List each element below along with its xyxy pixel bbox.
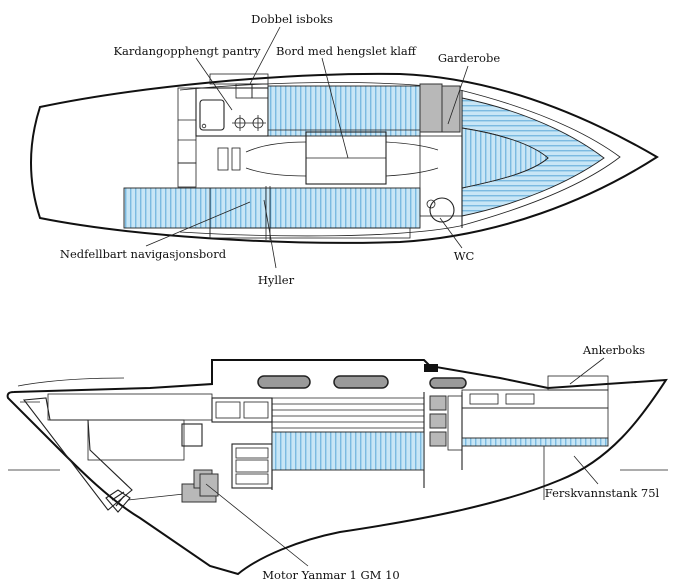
anchor-locker [547,375,609,391]
galley-drawer [215,401,241,419]
label-garderobe: Garderobe [438,51,500,65]
wc-cabinet-door [447,395,463,451]
label-nedfellbart-navigasjonsbord: Nedfellbart navigasjonsbord [60,247,227,261]
salon-berth-profile [271,431,425,471]
side-profile: Ankerboks Ferskvannstank 75l Motor Yanma… [6,343,668,582]
leader-hyller [263,199,277,269]
sink [199,99,225,131]
rudder [22,397,133,511]
stove-oven [235,459,269,473]
leader-ankerboks [569,357,605,385]
leader-wc [439,217,463,249]
leader-bord [321,57,349,159]
aft-locker [87,419,185,461]
wc-cabinet [429,395,447,411]
porthole-window [257,375,311,389]
leader-motor [205,483,309,567]
salon-berth-upper [267,85,421,137]
engine-box [181,423,203,447]
wc-cabinet [429,413,447,429]
wc-basin [426,199,436,209]
forward-drawer [505,393,535,405]
stern-line [17,377,125,387]
nav-shelf [209,227,411,239]
label-hyller: Hyller [258,273,295,287]
cockpit-seat [177,162,197,188]
forward-drawer [469,393,499,405]
galley-step [231,147,241,171]
galley-step [217,147,229,171]
label-bord-med-hengslet-klaff: Bord med hengslet klaff [276,44,417,58]
deck-plan: Dobbel isboks Kardangopphengt pantry Bor… [30,12,659,287]
galley-drawer [243,401,269,419]
label-ankerboks: Ankerboks [582,343,645,357]
garderobe-cabinet [419,83,443,133]
salon-backrest [272,397,424,429]
label-dobbel-isboks: Dobbel isboks [251,12,333,26]
wc-cabinet [429,431,447,447]
propeller [105,489,131,513]
sink-drain [201,123,207,129]
porthole-window [429,377,467,389]
leader-nav [145,201,251,247]
wc-toilet [429,197,455,223]
ice-box-lid [209,73,269,85]
salon-sole [245,141,439,177]
salon-berth-lower [123,187,421,229]
v-berth-inner [461,127,549,189]
leader-garderobe [447,65,469,125]
leader-dobbel-isboks [249,26,281,85]
mast-step [424,364,438,372]
label-ferskvannstank: Ferskvannstank 75l [545,486,660,500]
forward-berth-profile [461,437,609,447]
leader-ferskvann [573,455,599,485]
plan-inner-hull-line [179,82,621,237]
label-wc: WC [454,249,475,263]
hull-inner [462,407,609,438]
leader-kardang [195,57,233,111]
garderobe-cabinet [441,85,461,133]
label-motor-yanmar: Motor Yanmar 1 GM 10 [262,568,400,582]
label-kardangopphengt-pantry: Kardangopphengt pantry [113,44,261,58]
prop-shaft [127,493,185,501]
stove-oven [235,473,269,485]
stove-panel [235,447,269,459]
porthole-window [333,375,389,389]
